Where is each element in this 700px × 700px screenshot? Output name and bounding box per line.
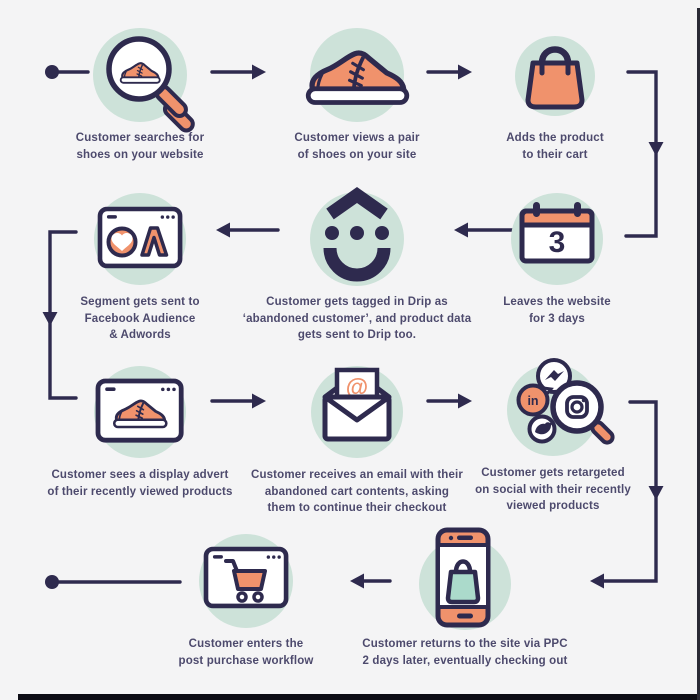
sneaker-icon [292, 28, 422, 122]
node-post-purchase: Customer enters the post purchase workfl… [126, 516, 366, 669]
bag-on-screen [445, 559, 481, 605]
calendar-icon: 3 [511, 193, 603, 285]
elbow-cart-to-calendar [624, 70, 664, 238]
twitter-icon [527, 414, 557, 444]
elbow-social-to-phone [590, 400, 664, 589]
flow-start-dot [45, 65, 90, 79]
node-label: Segment gets sent to Facebook Audience &… [80, 296, 200, 342]
arrow-search-to-view [210, 64, 266, 80]
node-label: Customer gets retargeted on social with … [475, 467, 631, 513]
node-label: Customer returns to the site via PPC 2 d… [362, 638, 568, 667]
arrow-view-to-cart [426, 64, 472, 80]
messenger-icon [536, 358, 572, 398]
node-label: Customer receives an email with their ab… [251, 469, 463, 515]
node-search: Customer searches for shoes on your webs… [20, 10, 260, 163]
node-drip-tag: Customer gets tagged in Drip as ‘abandon… [237, 174, 477, 344]
at-symbol: @ [346, 374, 368, 400]
arrow-phone-to-workflow [350, 573, 392, 589]
phone-shopping-icon [419, 527, 511, 630]
linkedin-icon: in [516, 383, 550, 417]
browser-audience-icon [94, 193, 186, 285]
node-label: Leaves the website for 3 days [503, 296, 611, 325]
open-envelope-icon: @ [311, 366, 403, 458]
screen-edge-bottom [18, 694, 700, 700]
shopping-bag-icon [515, 36, 595, 116]
arrow-email-to-social [426, 393, 472, 409]
arrow-calendar-to-drip [454, 222, 514, 238]
node-segment-sync: Segment gets sent to Facebook Audience &… [20, 174, 260, 344]
browser-shoe-icon [94, 366, 186, 458]
node-add-to-cart: Adds the product to their cart [435, 10, 675, 163]
node-ppc-return: Customer returns to the site via PPC 2 d… [345, 516, 585, 669]
node-label: Customer gets tagged in Drip as ‘abandon… [242, 296, 472, 342]
node-display-advert: Customer sees a display advert of their … [20, 347, 260, 500]
social-networks-icon: in [507, 358, 615, 456]
elbow-segment-to-advert [42, 230, 78, 400]
node-label: Customer views a pair of shoes on your s… [294, 132, 420, 161]
drip-logo-icon [310, 187, 404, 286]
cart-glyph [224, 559, 267, 603]
node-social-retargeting: in Customer gets retargeted on social wi… [433, 345, 673, 515]
magnifier-shoe-icon [93, 28, 195, 133]
screen-edge-right [697, 8, 700, 700]
flow-end-dot [45, 575, 182, 589]
node-abandoned-cart-email: @ Customer receives an email with their … [237, 347, 477, 517]
browser-cart-icon [199, 534, 293, 628]
node-view-product: Customer views a pair of shoes on your s… [237, 10, 477, 163]
arrow-advert-to-email [210, 393, 266, 409]
adwords-icon [140, 226, 169, 257]
node-label: Customer enters the post purchase workfl… [178, 638, 314, 667]
node-label: Adds the product to their cart [506, 132, 604, 161]
svg-text:in: in [527, 394, 538, 408]
node-label: Customer sees a display advert of their … [47, 469, 233, 498]
node-label: Customer searches for shoes on your webs… [75, 132, 205, 161]
arrow-drip-to-segment [216, 222, 280, 238]
instagram-magnifier-icon [550, 380, 615, 445]
calendar-day-number: 3 [549, 226, 566, 259]
node-leave-site: 3 Leaves the website for 3 days [437, 174, 677, 327]
